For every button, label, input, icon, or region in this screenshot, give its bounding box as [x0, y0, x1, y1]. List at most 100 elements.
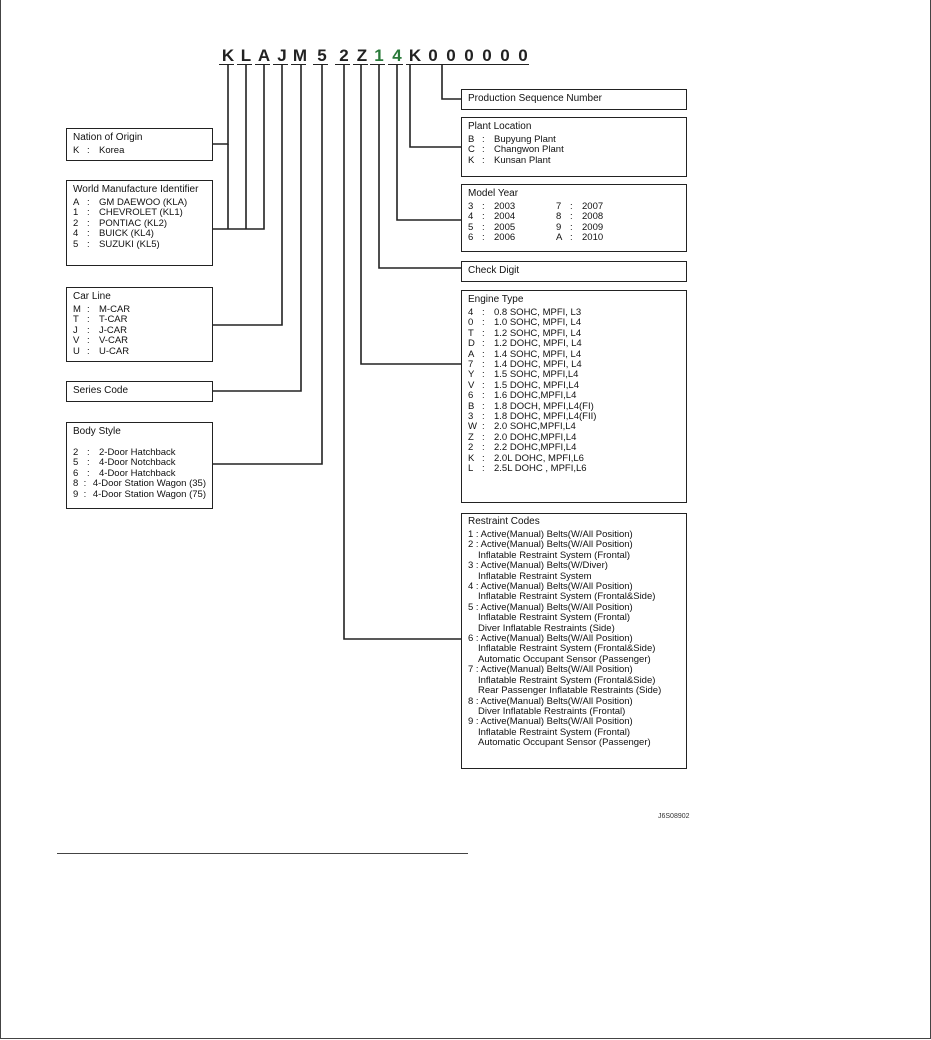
- list-item: V:V-CAR: [73, 335, 206, 347]
- restraint-line: 9 : Active(Manual) Belts(W/All Position): [468, 716, 633, 728]
- restraint-line: Inflatable Restraint System (Frontal&Sid…: [478, 674, 656, 686]
- vin-char: 5: [317, 46, 327, 65]
- item-sep: :: [87, 447, 90, 458]
- restraint-codes-list: 1 : Active(Manual) Belts(W/All Position)…: [468, 529, 680, 749]
- item-sep: :: [482, 463, 485, 475]
- list-item: 6:1.6 DOHC,MPFI,L4: [468, 390, 680, 402]
- item-label: 2-Door Hatchback: [99, 447, 176, 458]
- item-code: Y: [468, 369, 475, 381]
- nation-of-origin-title: Nation of Origin: [73, 132, 143, 143]
- item-code: 1: [73, 207, 79, 219]
- item-code: 9: [73, 488, 79, 500]
- item-sep: :: [482, 431, 485, 443]
- item-sep: :: [482, 317, 485, 329]
- item-sep: :: [482, 411, 485, 423]
- item-code: V: [73, 335, 80, 347]
- list-item: 4:0.8 SOHC, MPFI, L3: [468, 307, 680, 318]
- list-item: M:M-CAR: [73, 304, 206, 315]
- wire-body-style: [213, 64, 323, 465]
- item-sep: :: [87, 335, 90, 347]
- restraint-line: Inflatable Restraint System (Frontal): [478, 612, 631, 624]
- engine-type-title: Engine Type: [468, 294, 524, 305]
- list-item: W:2.0 SOHC,MPFI,L4: [468, 422, 680, 433]
- item-label: 1.5 DOHC, MPFI,L4: [494, 379, 579, 391]
- world-manufacture-title: World Manufacture Identifier: [73, 184, 199, 195]
- item-sep: :: [482, 452, 485, 464]
- list-item: 7:1.4 DOHC, MPFI, L4: [468, 359, 680, 370]
- restraint-line: 8 : Active(Manual) Belts(W/All Position): [468, 695, 633, 707]
- item-code: 8: [73, 478, 79, 490]
- wire-check-digit: [378, 64, 461, 269]
- model-year-c1: 3: [468, 201, 474, 212]
- list-item: B:1.8 DOCH, MPFI,L4(FI): [468, 400, 680, 412]
- item-code: 2: [73, 217, 79, 229]
- item-code: K: [468, 452, 475, 464]
- list-item: A:GM DAEWOO (KLA): [73, 197, 206, 208]
- figure-id: J6S08902: [658, 813, 690, 820]
- item-code: 2: [468, 442, 474, 454]
- model-year-sep: :: [482, 211, 485, 223]
- list-item: U:U-CAR: [73, 345, 206, 357]
- item-sep: :: [87, 467, 90, 479]
- list-item: K:Kunsan Plant: [468, 155, 680, 166]
- series-code-title: Series Code: [73, 385, 129, 396]
- item-label: Bupyung Plant: [494, 134, 556, 145]
- model-year-v1: 2006: [494, 232, 516, 244]
- list-item: K:2.0L DOHC, MPFI,L6: [468, 452, 680, 464]
- list-item: J:J-CAR: [73, 324, 206, 336]
- vin-char: 0: [446, 46, 456, 65]
- item-code: A: [73, 197, 80, 208]
- wire-restraint-codes: [343, 64, 461, 640]
- item-sep: :: [482, 134, 485, 145]
- vin-underline: [273, 64, 288, 65]
- item-code: C: [468, 144, 475, 156]
- item-label: J-CAR: [99, 324, 127, 336]
- body-style-title: Body Style: [73, 426, 121, 437]
- vin-char: 0: [464, 46, 474, 65]
- world-manufacture-list: A:GM DAEWOO (KLA)1:CHEVROLET (KL1)2:PONT…: [73, 197, 206, 250]
- item-sep: :: [87, 345, 90, 357]
- list-item: L:2.5L DOHC , MPFI,L6: [468, 463, 680, 475]
- model-year-v1: 2003: [494, 201, 516, 212]
- nation-of-origin-list: K:Korea: [73, 145, 206, 156]
- list-item: B:Bupyung Plant: [468, 134, 680, 145]
- model-year-title: Model Year: [468, 188, 519, 199]
- model-year-c1: 6: [468, 232, 474, 244]
- restraint-line: Inflatable Restraint System (Frontal&Sid…: [478, 643, 656, 655]
- vin-underline: [255, 64, 270, 65]
- item-code: 0: [468, 317, 474, 329]
- vin-underline: [291, 64, 306, 65]
- model-year-v2: 2009: [582, 221, 604, 233]
- item-code: 3: [468, 411, 474, 423]
- vin-char: 0: [518, 46, 528, 65]
- model-year-v2: 2010: [582, 232, 604, 244]
- item-code: B: [468, 400, 475, 412]
- model-year-c1: 5: [468, 221, 474, 233]
- wire-model-year: [396, 64, 461, 221]
- item-label: 1.6 DOHC,MPFI,L4: [494, 390, 577, 402]
- vin-underline: [406, 64, 529, 65]
- wire-engine-type: [360, 64, 461, 365]
- model-year-c2: 7: [556, 201, 562, 212]
- item-code: L: [468, 463, 474, 475]
- model-year-v2: 2007: [582, 201, 604, 212]
- item-sep: :: [482, 338, 485, 350]
- model-year-v1: 2005: [494, 221, 516, 233]
- restraint-line: Automatic Occupant Sensor (Passenger): [478, 653, 651, 665]
- vin-char: J: [277, 46, 287, 65]
- list-item: T:1.2 SOHC, MPFI, L4: [468, 328, 680, 339]
- restraint-line: Rear Passenger Inflatable Restraints (Si…: [478, 685, 662, 697]
- item-sep: :: [87, 324, 90, 336]
- list-item: V:1.5 DOHC, MPFI,L4: [468, 379, 680, 391]
- restraint-line: Diver Inflatable Restraints (Side): [478, 622, 615, 634]
- list-item: K:Korea: [73, 145, 206, 156]
- vin-char: 0: [500, 46, 510, 65]
- vin-char: 2: [339, 46, 349, 65]
- item-code: 4: [468, 307, 474, 318]
- car-line-title: Car Line: [73, 291, 111, 302]
